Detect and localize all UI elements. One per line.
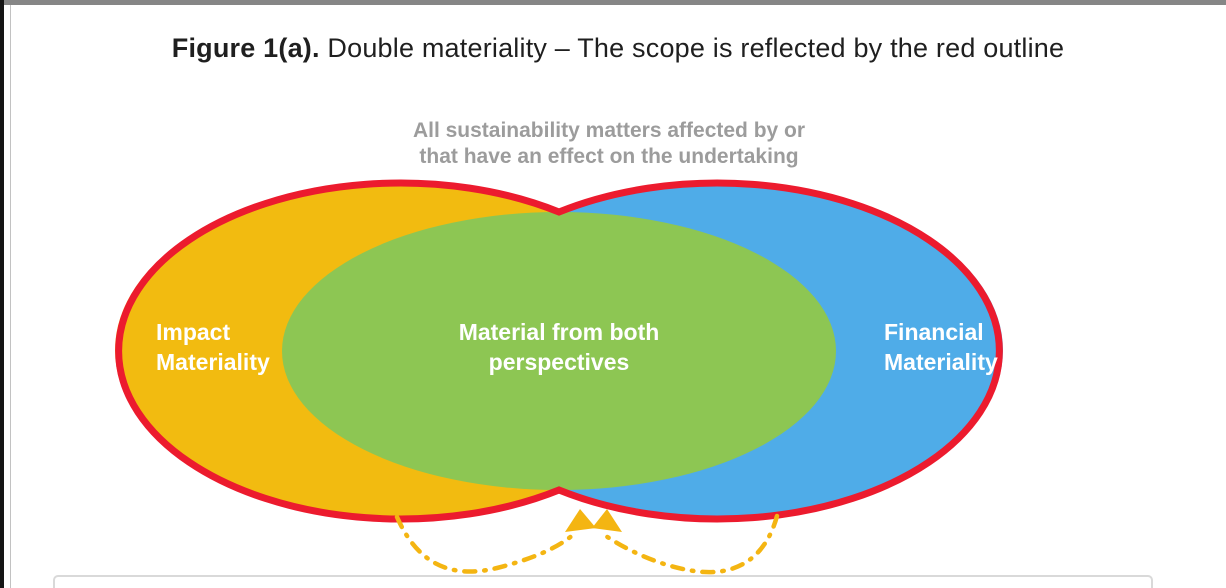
venn-subtitle-line1: All sustainability matters affected by o… [412,119,806,142]
overlap-label-line2: perspectives [488,349,630,375]
left-dashed-arrow-curve [394,514,577,574]
right-arrowhead-icon [592,509,622,532]
figure-title-label: Figure 1(a). [171,33,320,63]
left-window-edge [0,0,4,588]
next-figure-box [53,575,1153,588]
figure-title: Figure 1(a). Double materiality – The sc… [20,33,1216,64]
impact-label-line2: Materiality [156,349,270,375]
overlap-label: Material from both perspectives [409,317,709,377]
top-window-edge [0,0,1226,5]
right-dashed-arrow-curve [600,513,780,575]
financial-materiality-label: Financial Materiality [884,317,1104,377]
venn-subtitle-line2: that have an effect on the undertaking [419,145,799,168]
financial-label-line2: Materiality [884,349,998,375]
financial-label-line1: Financial [884,319,984,345]
overlap-ellipse [282,212,836,490]
impact-label-line1: Impact [156,319,231,345]
figure-title-text: Double materiality – The scope is reflec… [319,33,1065,63]
left-arrowhead-icon [565,509,596,532]
impact-materiality-label: Impact Materiality [156,317,376,377]
page-left-border [10,5,11,588]
venn-subtitle: All sustainability matters affected by o… [309,118,909,170]
overlap-label-line1: Material from both [458,319,660,345]
scope-outline [115,179,1003,523]
